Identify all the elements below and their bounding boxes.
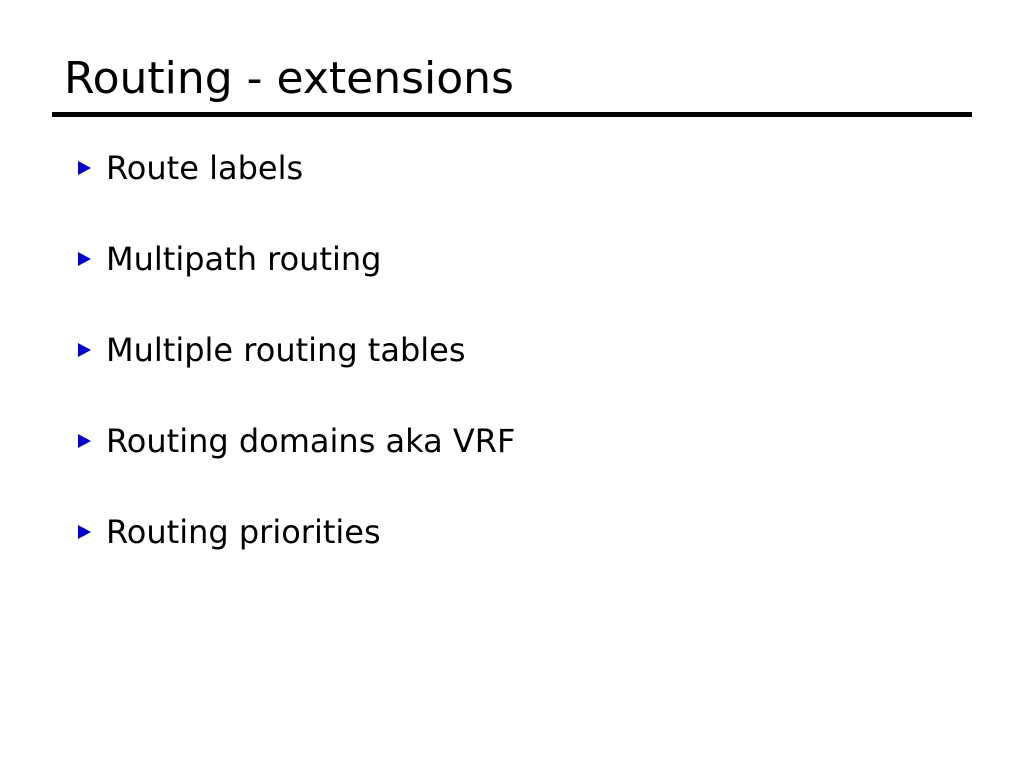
list-item-label: Routing domains aka VRF bbox=[106, 422, 516, 460]
list-item: Route labels bbox=[0, 148, 1024, 239]
list-item-label: Routing priorities bbox=[106, 513, 381, 551]
list-item-label: Multiple routing tables bbox=[106, 331, 466, 369]
page-title: Routing - extensions bbox=[64, 53, 514, 104]
list-item-label: Multipath routing bbox=[106, 240, 382, 278]
list-item-label: Route labels bbox=[106, 149, 304, 187]
triangle-right-icon bbox=[78, 434, 91, 448]
triangle-right-icon bbox=[78, 525, 91, 539]
triangle-right-icon bbox=[78, 161, 91, 175]
bullet-list: Route labels Multipath routing Multiple … bbox=[0, 148, 1024, 603]
triangle-right-icon bbox=[78, 252, 91, 266]
list-item: Multipath routing bbox=[0, 239, 1024, 330]
list-item: Routing domains aka VRF bbox=[0, 421, 1024, 512]
title-divider bbox=[52, 112, 972, 117]
triangle-right-icon bbox=[78, 343, 91, 357]
list-item: Routing priorities bbox=[0, 512, 1024, 603]
list-item: Multiple routing tables bbox=[0, 330, 1024, 421]
